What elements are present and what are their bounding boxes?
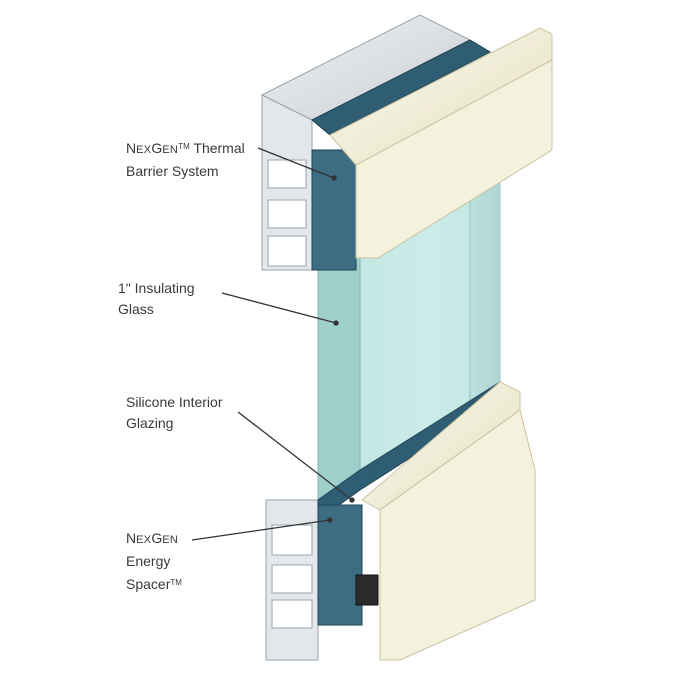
callout-silicone-glazing-line2: Glazing <box>126 415 174 431</box>
leader-thermal-barrier <box>257 147 335 179</box>
callout-energy-spacer: NEXGEN Energy SpacerTM <box>126 528 182 595</box>
leader-insulating-glass <box>221 292 337 324</box>
callout-insulating-glass-line2: Glass <box>118 301 154 317</box>
callout-energy-spacer-line3: SpacerTM <box>126 576 182 592</box>
callout-silicone-glazing-line1: Silicone Interior <box>126 394 223 410</box>
callout-thermal-barrier-line2: Barrier System <box>126 163 219 179</box>
callout-thermal-barrier: NEXGENTM Thermal Barrier System <box>126 136 245 182</box>
sill-barrier-block <box>317 504 363 626</box>
sill-chamber-2 <box>271 564 313 594</box>
callout-thermal-barrier-line1: NEXGENTM Thermal <box>126 140 245 156</box>
leader-energy-spacer <box>191 519 331 541</box>
sill-thermal-insert <box>355 574 379 606</box>
callout-energy-spacer-line2: Energy <box>126 553 171 569</box>
callout-insulating-glass: 1" Insulating Glass <box>118 278 195 320</box>
sill-cream-face <box>379 409 536 661</box>
head-frame <box>260 14 553 271</box>
head-cream-top <box>329 27 553 166</box>
leader-thermal-barrier-dot <box>331 175 337 181</box>
leader-energy-spacer-dot <box>327 517 333 523</box>
leader-lines <box>191 147 355 541</box>
head-cream-face <box>355 59 553 259</box>
leader-silicone-glazing-dot <box>349 497 355 503</box>
leader-insulating-glass-dot <box>333 320 339 326</box>
sill-chamber-3 <box>271 599 313 629</box>
sill-chamber-1 <box>271 524 313 556</box>
callout-energy-spacer-line1: NEXGEN <box>126 530 179 546</box>
callout-silicone-glazing: Silicone Interior Glazing <box>126 392 223 434</box>
head-barrier-strip <box>311 39 492 136</box>
head-chamber-3 <box>267 235 307 267</box>
sill-frame <box>265 381 536 661</box>
sill-cream-top <box>361 381 521 511</box>
head-chamber-2 <box>267 199 307 229</box>
callout-insulating-glass-line1: 1" Insulating <box>118 280 195 296</box>
leader-silicone-glazing <box>237 411 353 501</box>
head-barrier-block <box>311 149 357 271</box>
